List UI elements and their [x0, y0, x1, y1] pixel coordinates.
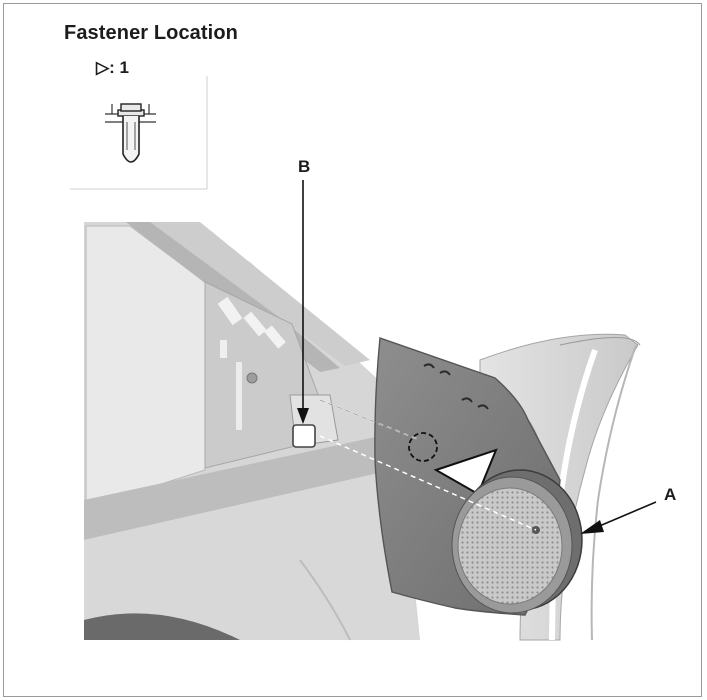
- legend-symbol: ▷: [96, 58, 110, 77]
- callout-b-leader: [297, 180, 309, 424]
- door-trim: [84, 436, 420, 641]
- callout-a-label: A: [664, 485, 677, 504]
- tweeter-speaker-icon: [451, 469, 583, 614]
- triangle-arrow-icon: [433, 448, 498, 496]
- clip-fastener-icon: [70, 76, 208, 190]
- callout-b-label: B: [298, 157, 311, 176]
- callout-a-leader: [580, 501, 657, 534]
- diagram-title: Fastener Location: [64, 22, 238, 44]
- legend-count: : 1: [109, 58, 129, 77]
- fastener-legend: ▷: 1: [68, 58, 208, 192]
